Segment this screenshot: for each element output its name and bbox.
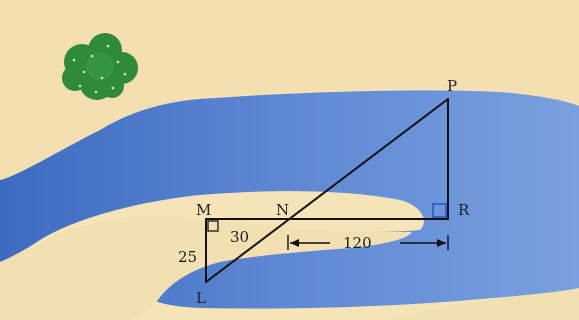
bush-icon	[62, 33, 138, 100]
label-r: R	[458, 201, 470, 219]
label-n: N	[276, 201, 289, 219]
measure-nr: 120	[343, 234, 372, 252]
triangle-lines	[205, 98, 449, 283]
lower-left-bank	[0, 215, 412, 320]
lower-right-bank	[390, 289, 579, 320]
measure-mn: 30	[230, 228, 249, 246]
label-p: P	[447, 77, 457, 95]
upper-bank	[0, 0, 579, 180]
right-angle-mark-m	[207, 220, 219, 232]
label-m: M	[196, 201, 211, 219]
right-angle-mark-r	[432, 203, 447, 218]
segment-l-p	[205, 98, 449, 283]
measure-ml: 25	[178, 248, 197, 266]
dimension-arrow-n-r	[287, 235, 449, 250]
river	[0, 90, 579, 309]
label-l: L	[196, 289, 206, 307]
